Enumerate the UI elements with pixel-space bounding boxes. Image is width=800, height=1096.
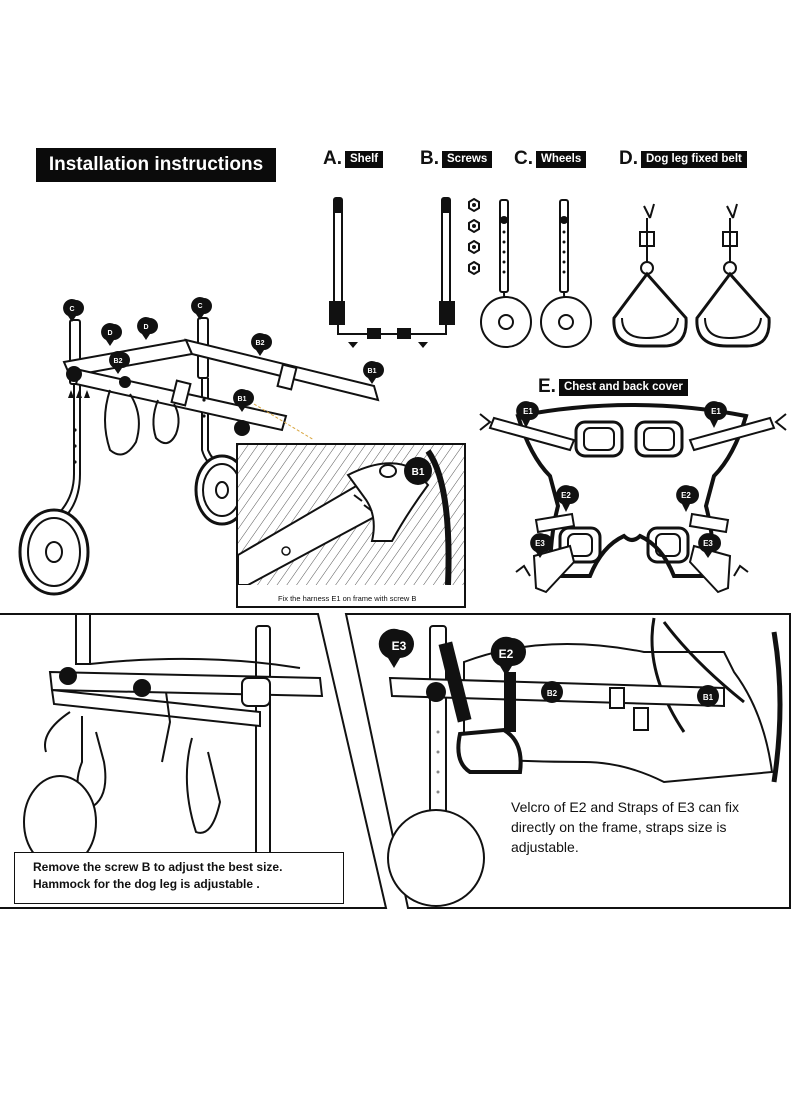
part-a-heading: A. Shelf <box>323 148 384 170</box>
marker-b2-rear: B2 <box>256 340 265 347</box>
marker-e2-right: E2 <box>681 491 691 500</box>
part-e-heading: E. Chest and back cover <box>538 376 688 398</box>
part-b-label: Screws <box>442 150 493 168</box>
part-c-heading: C. Wheels <box>514 148 587 170</box>
harness-markers-right: E1 E2 E3 <box>676 401 727 558</box>
marker-c-right: C <box>197 303 202 310</box>
marker-e2-frame: E2 <box>499 647 514 661</box>
marker-c-left: C <box>69 306 74 313</box>
part-b-letter: B. <box>420 148 439 169</box>
part-a-label: Shelf <box>345 150 384 168</box>
marker-b1-front: B1 <box>238 396 247 403</box>
bottom-left-caption-line1: Remove the screw B to adjust the best si… <box>33 860 283 874</box>
part-c-label: Wheels <box>536 150 587 168</box>
marker-b1-rear: B1 <box>368 368 377 375</box>
bottom-right-panel: E3 E2 B2 B1 <box>344 613 791 909</box>
bottom-left-panel <box>0 613 388 909</box>
wheels-illustration <box>480 199 592 348</box>
marker-b2-frame: B2 <box>547 689 558 698</box>
marker-b1-zoom: B1 <box>412 467 425 478</box>
marker-d-right: D <box>143 324 148 331</box>
bottom-left-caption-box: Remove the screw B to adjust the best si… <box>14 852 344 904</box>
harness-markers-left: E1 E2 E3 <box>516 401 579 558</box>
leg-belt-illustration <box>612 203 771 348</box>
marker-e2-left: E2 <box>561 491 571 500</box>
harness-illustration <box>479 403 787 594</box>
marker-e3-frame: E3 <box>392 639 407 653</box>
shelf-illustration <box>329 197 455 348</box>
screws-illustration <box>468 197 480 276</box>
part-d-label: Dog leg fixed belt <box>641 150 747 168</box>
part-a-letter: A. <box>323 148 342 169</box>
zoom-inset: B1 Fix the harness E1 on frame with scre… <box>236 443 466 608</box>
part-c-letter: C. <box>514 148 533 169</box>
marker-b2-front: B2 <box>114 358 123 365</box>
page-title: Installation instructions <box>36 148 276 182</box>
bottom-right-caption-line2: directly on the frame, straps size is <box>511 819 727 835</box>
bottom-right-caption-line1: Velcro of E2 and Straps of E3 can fix <box>511 799 740 815</box>
part-e-label: Chest and back cover <box>558 378 688 396</box>
part-d-heading: D. Dog leg fixed belt <box>619 148 747 170</box>
part-d-letter: D. <box>619 148 638 169</box>
bottom-right-caption-line3: adjustable. <box>511 839 579 855</box>
marker-e1-right: E1 <box>711 407 721 416</box>
marker-e3-right: E3 <box>703 539 713 548</box>
marker-e3-left: E3 <box>535 539 545 548</box>
marker-e1-left: E1 <box>523 407 533 416</box>
zoom-caption: Fix the harness E1 on frame with screw B <box>278 594 417 603</box>
marker-b1-frame: B1 <box>703 693 714 702</box>
zoom-illustration: B1 <box>237 445 464 586</box>
bottom-right-caption: Velcro of E2 and Straps of E3 can fix di… <box>511 797 786 857</box>
part-e-letter: E. <box>538 376 556 397</box>
bottom-left-caption-line2: Hammock for the dog leg is adjustable . <box>33 877 260 891</box>
part-b-heading: B. Screws <box>420 148 493 170</box>
marker-d-left: D <box>107 330 112 337</box>
assembled-wheelchair: C C D D B2 B2 B1 B1 <box>18 297 384 596</box>
